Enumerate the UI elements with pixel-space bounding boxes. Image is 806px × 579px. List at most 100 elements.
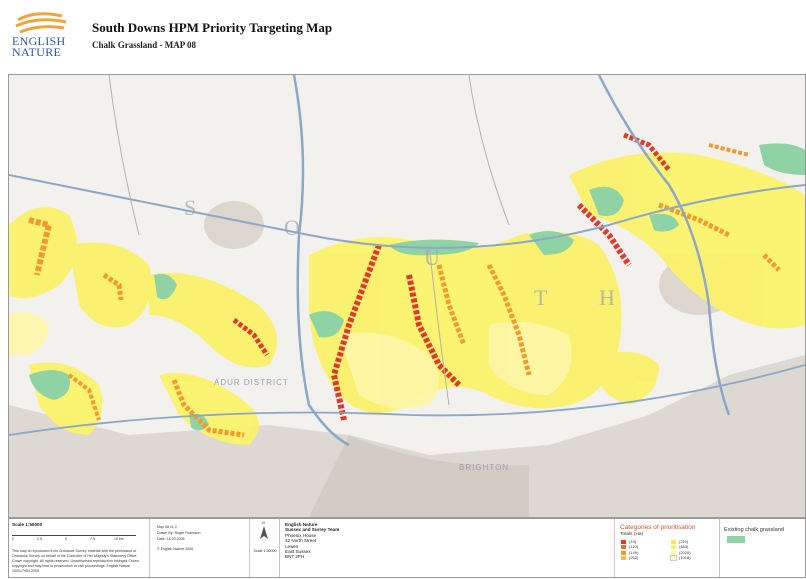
scale-bar: [12, 533, 136, 536]
grassland-patch: [759, 143, 805, 175]
watermark-letter: T: [534, 285, 548, 310]
road: [108, 75, 140, 236]
priority-area: [9, 311, 49, 355]
priority-area: [489, 321, 572, 395]
legend-label: (19): [629, 539, 637, 544]
legend-label: (2020): [679, 549, 691, 555]
credit: © English Nature 2006: [157, 547, 194, 551]
legend-panel: Categories of prioritisation Totals (Ha)…: [614, 519, 720, 577]
copyright-text: This map is reproduced from Ordnance Sur…: [12, 549, 139, 573]
legend-label: (252): [629, 555, 639, 561]
roads-and-rivers: [9, 75, 805, 447]
existing-legend-panel: Existing chalk grassland: [719, 519, 805, 577]
map-svg: S O U T H ADUR DISTRICT BRIGHTON: [9, 75, 805, 517]
page-title: South Downs HPM Priority Targeting Map: [92, 20, 333, 35]
high-priority-strips: [28, 132, 781, 438]
address-line: East Sussex: [285, 549, 311, 555]
road: [9, 364, 805, 436]
watermark-letter: S: [184, 195, 196, 220]
drawn-by: Drawn By: Roger Robinson: [157, 531, 201, 535]
legend-swatch: [670, 555, 677, 562]
logo-swoosh-icon: [15, 12, 67, 34]
priority-area: [69, 242, 152, 328]
scale-ticks: 0 2.5 5 7.5 10 km: [12, 537, 142, 542]
english-nature-logo: [10, 8, 80, 64]
map-footer: Scale 1:50000 0 2.5 5 7.5 10 km This map…: [8, 518, 806, 578]
legend-label: (210): [679, 539, 689, 544]
scale-label: Scale 1:50000: [12, 522, 43, 527]
legend-row: (19): [621, 539, 638, 544]
grassland-patch: [154, 273, 177, 300]
scale-tick: 10: [114, 537, 118, 541]
logo-line-2: NATURE: [12, 45, 62, 59]
watermark-letter: O: [284, 215, 300, 240]
priority-area: [569, 152, 805, 329]
legend-swatch: [621, 550, 626, 555]
page-subtitle: Chalk Grassland - MAP 08: [92, 40, 197, 50]
scale-tick: 5: [65, 537, 67, 541]
watermark-letter: U: [424, 245, 440, 270]
road: [428, 244, 450, 406]
priority-area: [339, 332, 439, 409]
address-line: English Nature: [285, 522, 318, 527]
district-label: ADUR DISTRICT: [214, 378, 289, 387]
town-label: BRIGHTON: [459, 463, 509, 472]
logo-line-1: ENGLISH: [12, 34, 66, 48]
scale-tick: 2.5: [37, 537, 42, 541]
address-panel: English Nature Sussex and Surrey Team Ph…: [279, 519, 609, 577]
address-line: Sussex and Surrey Team: [285, 527, 340, 533]
scale-tick: 7.5: [90, 537, 95, 541]
legend-row: (483): [671, 544, 691, 549]
priority-area: [599, 351, 659, 405]
river: [292, 75, 350, 447]
watermark-letters: S O U T H: [184, 195, 615, 310]
legend-row: (252): [621, 555, 638, 560]
north-arrow-icon: [260, 526, 268, 539]
priority-area: [9, 207, 77, 299]
legend-col-2: (210) (483) (2020) (1018): [670, 539, 691, 562]
legend-row: (1018): [670, 555, 691, 562]
priority-areas-pale: [9, 311, 572, 409]
grassland-patch: [529, 231, 574, 255]
map-date: Date: 16.03.2006: [157, 537, 185, 541]
legend-swatch: [621, 545, 626, 550]
priority-area: [149, 273, 277, 368]
legend-col-1: (19) (110) (149) (252): [621, 539, 638, 561]
watermark-letter: H: [599, 285, 615, 310]
road: [468, 75, 510, 226]
town-patch: [204, 201, 264, 249]
address-line: 32 North Street: [285, 538, 317, 544]
grassland-patch: [589, 186, 624, 216]
legend-row: (149): [621, 550, 638, 555]
priority-area: [159, 373, 259, 445]
legend-row: (2020): [671, 550, 691, 555]
legend-title: Categories of prioritisation: [620, 524, 696, 531]
legend-label: (1018): [679, 555, 691, 561]
map-header: ENGLISH NATURE South Downs HPM Priority …: [0, 0, 806, 72]
grassland-patch: [309, 311, 344, 338]
priority-area: [309, 231, 622, 413]
existing-title: Existing chalk grassland: [724, 527, 785, 533]
scale-unit: km: [119, 537, 124, 541]
north-sub: Scale 1:50000: [253, 549, 277, 553]
map-info-panel: Map 08 v1.0 Drawn By: Roger Robinson Dat…: [149, 519, 250, 577]
road: [9, 174, 805, 249]
grassland-patch: [29, 370, 70, 400]
brighton-urban: [309, 435, 529, 517]
address-block: English Nature Sussex and Surrey Team Ph…: [285, 522, 339, 560]
north-label: N: [262, 521, 265, 525]
map-ref: Map 08 v1.0: [157, 525, 177, 529]
legend-swatch: [671, 550, 676, 555]
legend-label: (483): [679, 544, 689, 550]
scale-tick: 0: [12, 537, 14, 541]
grassland-patch: [649, 213, 679, 232]
urban-area: [9, 355, 805, 517]
existing-swatch: [727, 536, 745, 543]
legend-label: (110): [629, 544, 639, 550]
address-line: Phoenix House: [285, 532, 317, 538]
legend-row: (210): [671, 539, 691, 544]
address-line: BN7 2PH: [285, 554, 305, 560]
address-line: Lewes: [285, 543, 299, 549]
river: [597, 75, 731, 416]
map-canvas[interactable]: S O U T H ADUR DISTRICT BRIGHTON: [8, 74, 806, 518]
